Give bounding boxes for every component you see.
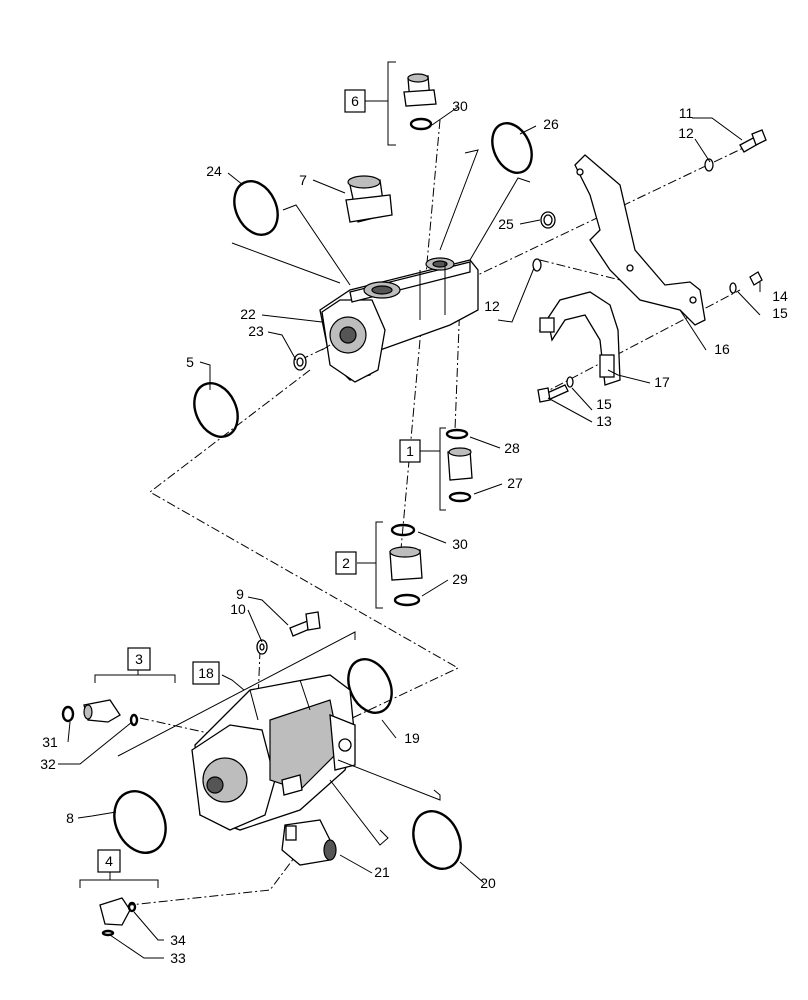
label-box-1 <box>399 439 421 463</box>
valve-21 <box>281 819 337 866</box>
bolts-and-washers <box>532 129 767 403</box>
fitting-1-group <box>445 428 473 503</box>
callout-3: 3 <box>135 651 143 667</box>
callout-31: 31 <box>42 734 58 750</box>
callout-2: 2 <box>342 555 350 571</box>
callout-15b: 15 <box>596 396 612 412</box>
callout-14: 14 <box>772 288 788 304</box>
callout-34: 34 <box>170 932 186 948</box>
callout-1: 1 <box>406 443 414 459</box>
callout-28: 28 <box>504 440 520 456</box>
label-box-6 <box>344 89 366 113</box>
callout-10: 10 <box>230 601 246 617</box>
callout-19: 19 <box>404 730 420 746</box>
callout-8: 8 <box>66 810 74 826</box>
callout-30b: 30 <box>452 98 468 114</box>
callout-4: 4 <box>105 853 113 869</box>
callout-25: 25 <box>498 216 514 232</box>
label-box-18 <box>192 661 220 685</box>
callout-12: 12 <box>678 125 694 141</box>
bracket-16 <box>574 154 706 326</box>
bracket-17 <box>538 291 621 386</box>
callout-6: 6 <box>351 93 359 109</box>
callout-11: 11 <box>679 105 694 121</box>
callout-23: 23 <box>248 323 264 339</box>
label-box-4 <box>97 849 121 873</box>
large-o-rings <box>113 122 533 870</box>
callout-9: 9 <box>236 586 244 602</box>
label-box-2 <box>335 551 357 575</box>
callout-26: 26 <box>543 116 559 132</box>
callout-16: 16 <box>714 341 730 357</box>
callout-5: 5 <box>186 354 194 370</box>
assembly-bracket-lines <box>117 149 531 846</box>
label-box-3 <box>127 647 151 671</box>
callout-30: 30 <box>452 536 468 552</box>
callout-21: 21 <box>374 864 390 880</box>
callout-15: 15 <box>772 305 788 321</box>
callout-33: 33 <box>170 950 186 966</box>
fitting-7 <box>345 175 393 223</box>
lower-piston-pump <box>191 674 356 831</box>
callout-labels: 1 2 3 4 5 6 7 8 9 10 11 12 12 13 14 15 1… <box>40 93 788 966</box>
leader-lines <box>58 106 761 959</box>
callout-12b: 12 <box>484 298 500 314</box>
callout-7: 7 <box>299 172 307 188</box>
callout-22: 22 <box>240 306 256 322</box>
fitting-6 <box>403 73 437 131</box>
callout-32: 32 <box>40 756 56 772</box>
callout-18: 18 <box>198 665 214 681</box>
upper-gear-pump <box>319 257 479 383</box>
callout-13: 13 <box>596 413 612 429</box>
callout-24: 24 <box>206 163 222 179</box>
bolt-9-washer-10 <box>256 611 321 655</box>
callout-29: 29 <box>452 571 468 587</box>
fitting-4-group <box>99 897 137 937</box>
label-boxes <box>97 89 421 873</box>
fitting-3-group <box>61 699 139 727</box>
callout-20: 20 <box>480 875 496 891</box>
callout-17: 17 <box>654 374 670 390</box>
callout-27: 27 <box>507 475 523 491</box>
fitting-2-group <box>389 523 423 607</box>
seals-23-25 <box>293 211 556 371</box>
